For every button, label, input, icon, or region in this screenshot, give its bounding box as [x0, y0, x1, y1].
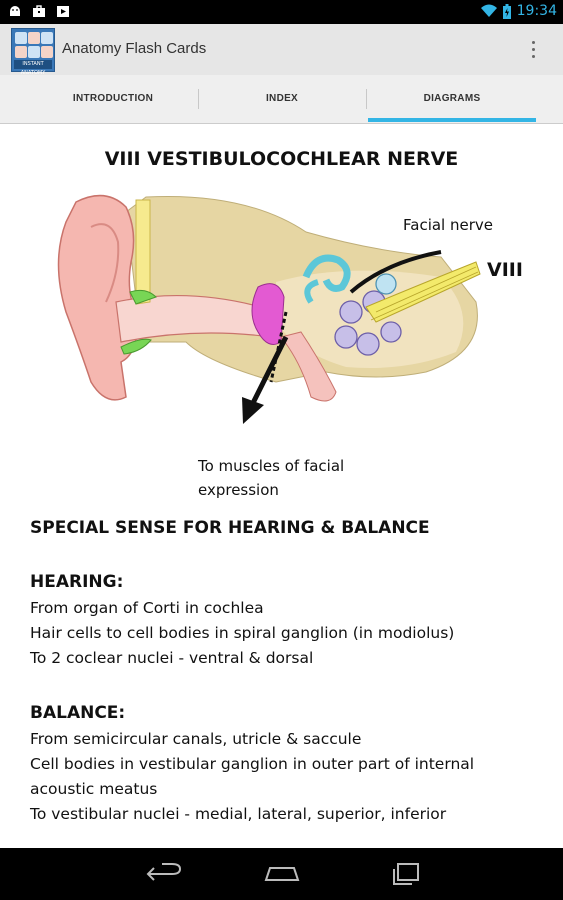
status-bar: 19:34: [0, 0, 563, 24]
ossicles: [251, 283, 285, 345]
tab-label: INDEX: [265, 93, 299, 104]
tab-index[interactable]: INDEX: [190, 75, 374, 123]
hearing-line: From organ of Corti in cochlea: [30, 599, 264, 617]
battery-icon: [502, 3, 511, 19]
balance-line: From semicircular canals, utricle & sacc…: [30, 730, 362, 748]
special-sense-heading: SPECIAL SENSE FOR HEARING & BALANCE: [30, 518, 430, 538]
balance-heading: BALANCE:: [30, 703, 126, 723]
ear-diagram: [57, 194, 481, 424]
tab-introduction[interactable]: INTRODUCTION: [21, 75, 205, 123]
semicircular-canals: [302, 254, 351, 292]
hearing-line: Hair cells to cell bodies in spiral gang…: [30, 624, 455, 642]
tab-bar: INTRODUCTION INDEX DIAGRAMS: [0, 75, 563, 124]
arrow-to-muscles: [248, 335, 289, 409]
tab-label: INTRODUCTION: [72, 93, 154, 104]
app-title: Anatomy Flash Cards: [62, 40, 207, 57]
app-icon[interactable]: INSTANT ANATOMY: [11, 28, 55, 76]
eustachian-tube: [280, 331, 337, 402]
home-icon[interactable]: [260, 860, 304, 888]
label-viii: VIII: [487, 259, 523, 281]
facial-nerve: [349, 250, 442, 294]
overflow-menu-icon[interactable]: [527, 37, 539, 61]
diagram-title: VIII VESTIBULOCOCHLEAR NERVE: [104, 148, 459, 170]
video-icon: [57, 6, 69, 17]
tab-divider: [366, 89, 367, 109]
tab-diagrams[interactable]: DIAGRAMS: [360, 75, 544, 123]
briefcase-icon: [33, 5, 45, 17]
balance-line: Cell bodies in vestibular ganglion in ou…: [30, 755, 475, 773]
wifi-icon: [480, 4, 497, 17]
android-icon: [10, 6, 20, 16]
hearing-heading: HEARING:: [30, 572, 124, 592]
balance-line: acoustic meatus: [30, 780, 158, 798]
balance-line: To vestibular nuclei - medial, lateral, …: [30, 805, 447, 823]
cartilage: [135, 199, 151, 305]
back-icon[interactable]: [142, 860, 186, 888]
label-facial-nerve: Facial nerve: [403, 216, 493, 234]
navigation-bar: [0, 848, 563, 900]
flash-card-content: VIII VESTIBULOCOCHLEAR NERVE: [0, 124, 563, 848]
tab-label: DIAGRAMS: [423, 93, 481, 104]
clock: 19:34: [516, 3, 557, 19]
selected-tab-indicator: [368, 118, 536, 122]
label-muscles-line-1: To muscles of facial: [198, 457, 345, 475]
tab-divider: [198, 89, 199, 109]
action-bar: INSTANT ANATOMY Anatomy Flash Cards: [0, 24, 563, 76]
app-icon-caption: INSTANT ANATOMY: [14, 60, 52, 76]
auricle: [57, 194, 138, 401]
hearing-line: To 2 coclear nuclei - ventral & dorsal: [30, 649, 314, 667]
recents-icon[interactable]: [384, 860, 428, 888]
label-muscles-line-2: expression: [198, 481, 279, 499]
vestibulocochlear-nerve: [365, 261, 481, 323]
